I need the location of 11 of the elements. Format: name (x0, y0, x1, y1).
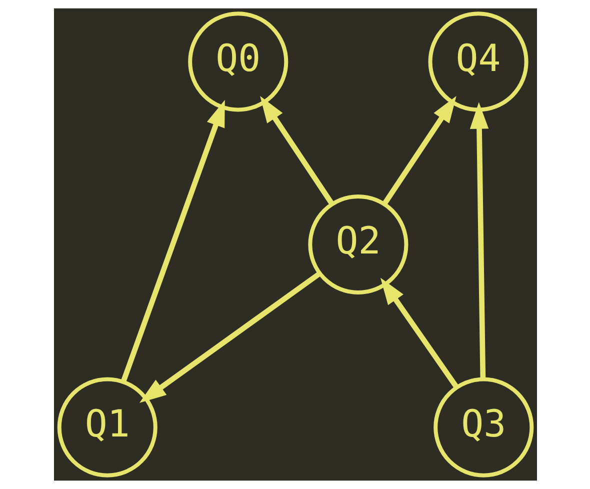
arrow (382, 96, 456, 206)
arrow (380, 278, 458, 389)
arrow (138, 271, 321, 403)
node-circle: Q4 (428, 12, 528, 112)
node-circle: Q3 (433, 377, 534, 478)
arrow (120, 100, 224, 383)
arrow (260, 96, 334, 206)
node-circle: Q2 (308, 194, 408, 295)
arrow (469, 102, 488, 380)
node-circle: Q0 (188, 12, 288, 112)
node-circle: Q1 (56, 377, 157, 478)
